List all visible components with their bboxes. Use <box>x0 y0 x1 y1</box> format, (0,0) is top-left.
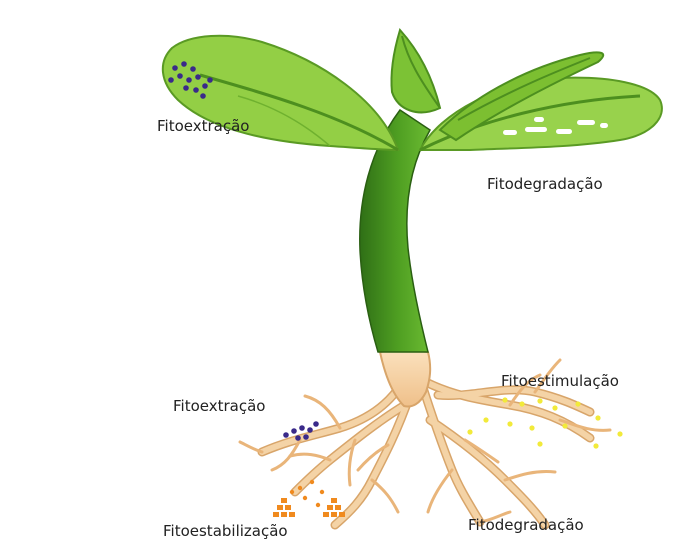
label-root-extraction: Fitoextração <box>173 399 265 414</box>
right-leaf <box>420 52 662 150</box>
label-root-stimulation: Fitoestimulação <box>501 374 619 389</box>
label-leaf-extraction: Fitoextração <box>157 119 249 134</box>
root-stabilization-particles <box>273 480 345 517</box>
top-leaf <box>391 30 440 112</box>
label-root-stabilization: Fitoestabilização <box>163 524 288 539</box>
label-root-degradation: Fitodegradação <box>468 518 584 533</box>
label-leaf-degradation: Fitodegradação <box>487 177 603 192</box>
